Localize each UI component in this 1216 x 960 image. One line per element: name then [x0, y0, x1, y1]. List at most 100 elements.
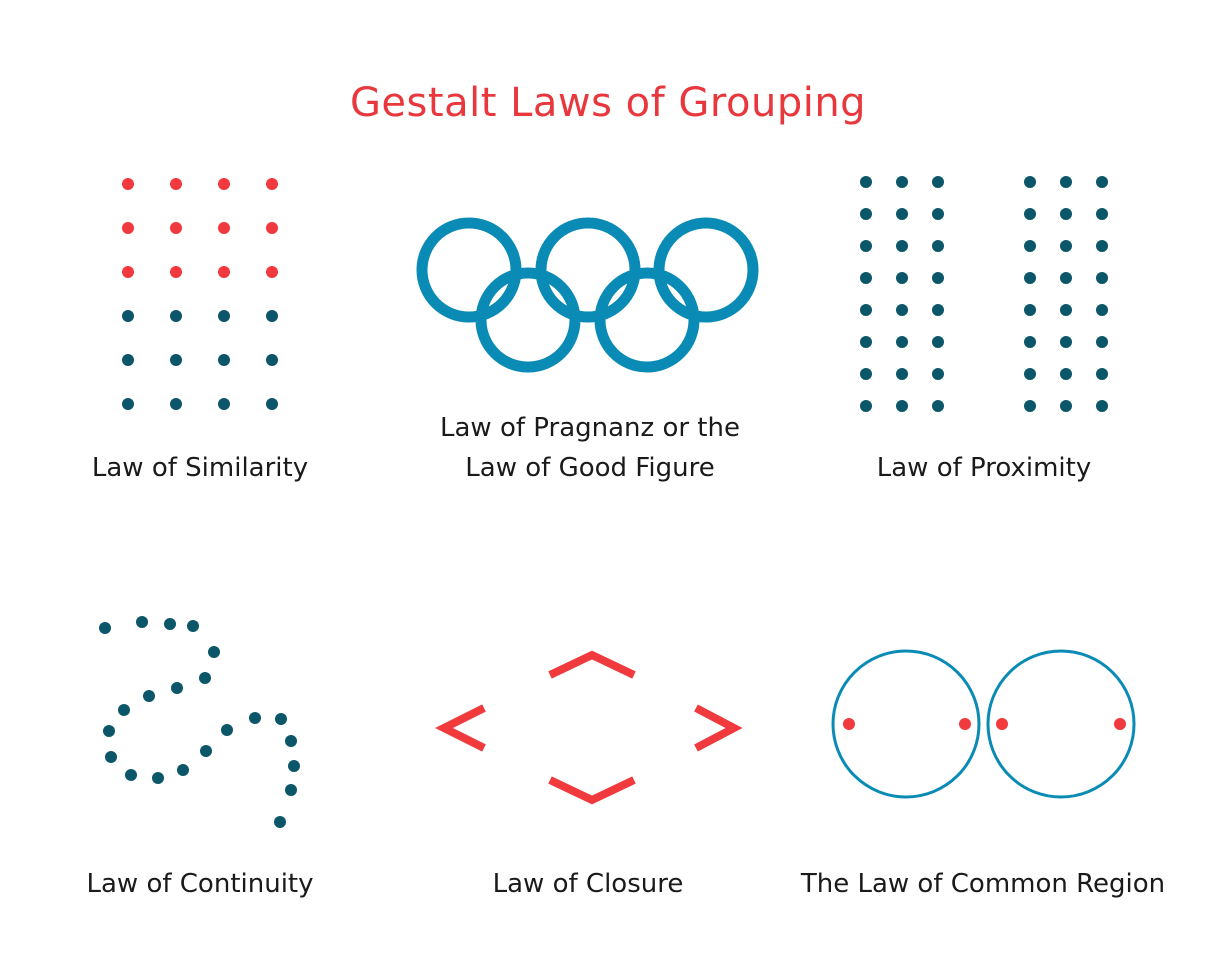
- similarity-dot-teal: [122, 398, 134, 410]
- continuity-dot: [171, 682, 183, 694]
- proximity-dot: [1024, 240, 1036, 252]
- proximity-dot: [1024, 304, 1036, 316]
- continuity-dot: [249, 712, 261, 724]
- similarity-dot-teal: [122, 354, 134, 366]
- region-dot: [959, 718, 971, 730]
- proximity-dot: [1060, 176, 1072, 188]
- olympic-rings: [416, 217, 759, 373]
- proximity-dot: [932, 368, 944, 380]
- similarity-dot-teal: [266, 354, 278, 366]
- continuity-dot: [274, 816, 286, 828]
- pragnanz-figure: [400, 200, 780, 390]
- region-dot: [996, 718, 1008, 730]
- continuity-dot: [208, 646, 220, 658]
- continuity-dot: [285, 735, 297, 747]
- proximity-dot: [896, 368, 908, 380]
- continuity-dot: [136, 616, 148, 628]
- proximity-figure: [850, 165, 1120, 425]
- common-region-circles: [831, 649, 1136, 799]
- continuity-label: Law of Continuity: [86, 869, 314, 899]
- proximity-dot: [1024, 368, 1036, 380]
- similarity-dot-red: [266, 266, 278, 278]
- similarity-dot-red: [266, 222, 278, 234]
- similarity-dot-red: [170, 222, 182, 234]
- similarity-dot-teal: [266, 310, 278, 322]
- continuity-dot-path: [99, 616, 300, 828]
- similarity-dot-teal: [170, 398, 182, 410]
- proximity-dot: [1096, 272, 1108, 284]
- region-dot: [843, 718, 855, 730]
- region-dot: [1114, 718, 1126, 730]
- proximity-dot: [896, 208, 908, 220]
- proximity-dot: [860, 400, 872, 412]
- proximity-dot: [860, 304, 872, 316]
- continuity-figure: [80, 600, 320, 840]
- similarity-dot-teal: [218, 310, 230, 322]
- similarity-dot-teal: [170, 310, 182, 322]
- region-circle-right: [986, 649, 1136, 799]
- continuity-dot: [118, 704, 130, 716]
- continuity-dot: [221, 724, 233, 736]
- proximity-dot: [1060, 368, 1072, 380]
- continuity-dot: [164, 618, 176, 630]
- proximity-dot: [932, 176, 944, 188]
- similarity-dot-red: [122, 266, 134, 278]
- proximity-dot: [1060, 208, 1072, 220]
- similarity-dot-red: [218, 178, 230, 190]
- ring: [416, 217, 522, 323]
- closure-label: Law of Closure: [492, 869, 684, 899]
- proximity-dot: [860, 240, 872, 252]
- proximity-dot: [1096, 176, 1108, 188]
- continuity-dot: [103, 725, 115, 737]
- similarity-dot-teal: [218, 398, 230, 410]
- pragnanz-label-line2: Law of Good Figure: [465, 453, 715, 483]
- proximity-dot: [1024, 272, 1036, 284]
- proximity-dot: [860, 208, 872, 220]
- proximity-dot: [1024, 336, 1036, 348]
- proximity-dot: [932, 400, 944, 412]
- similarity-dot-red: [170, 178, 182, 190]
- similarity-dot-teal: [122, 310, 134, 322]
- pragnanz-label-line1: Law of Pragnanz or the: [440, 413, 740, 443]
- proximity-dot: [896, 240, 908, 252]
- continuity-dot: [125, 769, 137, 781]
- proximity-dot: [1096, 368, 1108, 380]
- proximity-dot: [1096, 336, 1108, 348]
- proximity-dot: [860, 368, 872, 380]
- proximity-dot: [1024, 400, 1036, 412]
- continuity-dot: [199, 672, 211, 684]
- proximity-dot: [896, 304, 908, 316]
- similarity-figure: [100, 160, 300, 420]
- continuity-dot: [152, 772, 164, 784]
- proximity-dot: [896, 176, 908, 188]
- proximity-dot: [1060, 400, 1072, 412]
- proximity-dot: [896, 400, 908, 412]
- proximity-dot-groups: [860, 176, 1108, 412]
- ring: [594, 267, 700, 373]
- similarity-label: Law of Similarity: [91, 453, 309, 483]
- ring: [535, 217, 641, 323]
- proximity-dot: [860, 336, 872, 348]
- similarity-dot-grid: [122, 178, 278, 410]
- continuity-dot: [200, 745, 212, 757]
- ring: [653, 217, 759, 323]
- proximity-dot: [1024, 176, 1036, 188]
- similarity-dot-red: [218, 222, 230, 234]
- proximity-dot: [932, 336, 944, 348]
- proximity-dot: [1060, 240, 1072, 252]
- proximity-dot: [1096, 304, 1108, 316]
- proximity-dot: [1024, 208, 1036, 220]
- closure-chevrons: [435, 650, 743, 805]
- similarity-dot-red: [122, 178, 134, 190]
- common-region-figure: [820, 640, 1150, 810]
- closure-bottom-chevron: [548, 776, 636, 805]
- closure-top-chevron: [548, 650, 636, 679]
- continuity-dot: [288, 760, 300, 772]
- continuity-dot: [285, 784, 297, 796]
- similarity-dot-red: [266, 178, 278, 190]
- similarity-dot-red: [218, 266, 230, 278]
- continuity-dot: [99, 622, 111, 634]
- similarity-dot-teal: [170, 354, 182, 366]
- closure-left-chevron: [435, 704, 486, 752]
- proximity-dot: [1096, 208, 1108, 220]
